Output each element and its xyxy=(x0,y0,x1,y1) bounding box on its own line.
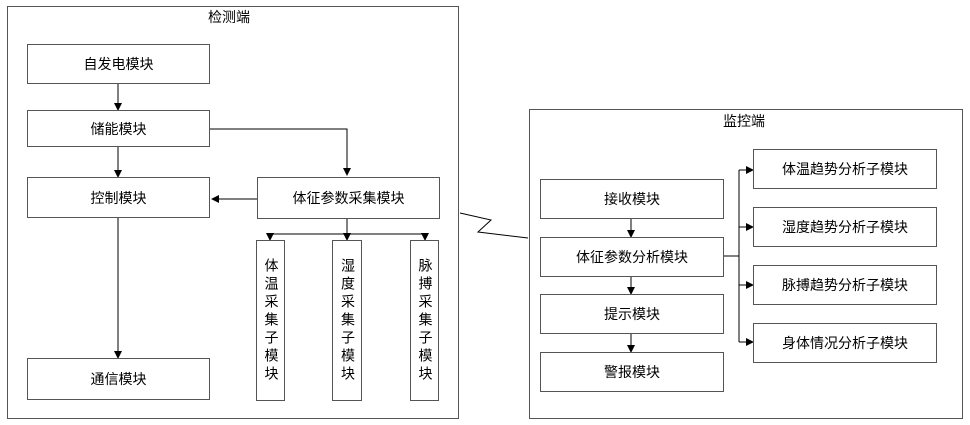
temperature-collection-label: 体温采集子模块 xyxy=(261,258,281,384)
humidity-collection-label: 湿度采集子模块 xyxy=(337,258,357,384)
alarm-module: 警报模块 xyxy=(540,352,724,392)
vital-sign-analysis-module: 体征参数分析模块 xyxy=(540,237,724,277)
self-power-module: 自发电模块 xyxy=(27,44,210,84)
prompt-module: 提示模块 xyxy=(540,294,724,334)
vital-sign-collection-module: 体征参数采集模块 xyxy=(257,177,440,219)
control-module: 控制模块 xyxy=(27,177,210,218)
body-status-submodule: 身体情况分析子模块 xyxy=(753,323,937,363)
communication-module: 通信模块 xyxy=(27,358,210,400)
humidity-collection-submodule: 湿度采集子模块 xyxy=(332,240,362,401)
pulse-collection-submodule: 脉搏采集子模块 xyxy=(410,240,439,401)
receive-module: 接收模块 xyxy=(540,179,724,219)
pulse-trend-submodule: 脉搏趋势分析子模块 xyxy=(753,265,937,305)
humidity-trend-submodule: 湿度趋势分析子模块 xyxy=(753,207,937,247)
energy-storage-module: 储能模块 xyxy=(27,110,210,147)
pulse-collection-label: 脉搏采集子模块 xyxy=(415,258,435,384)
temperature-trend-submodule: 体温趋势分析子模块 xyxy=(753,149,937,189)
temperature-collection-submodule: 体温采集子模块 xyxy=(256,240,285,401)
